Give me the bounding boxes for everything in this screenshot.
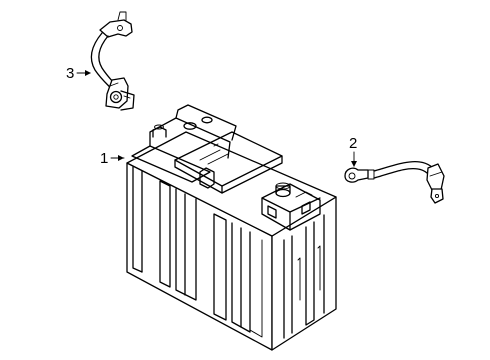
callout-2: 2 xyxy=(349,135,357,167)
negative-battery-cable xyxy=(344,160,445,204)
battery xyxy=(126,104,337,351)
callout-2-label: 2 xyxy=(349,135,357,152)
callout-1: 1 xyxy=(100,150,125,167)
callout-3-label: 3 xyxy=(66,65,74,82)
positive-battery-cable xyxy=(90,11,135,111)
callout-1-label: 1 xyxy=(100,150,108,167)
callout-3: 3 xyxy=(66,65,91,82)
